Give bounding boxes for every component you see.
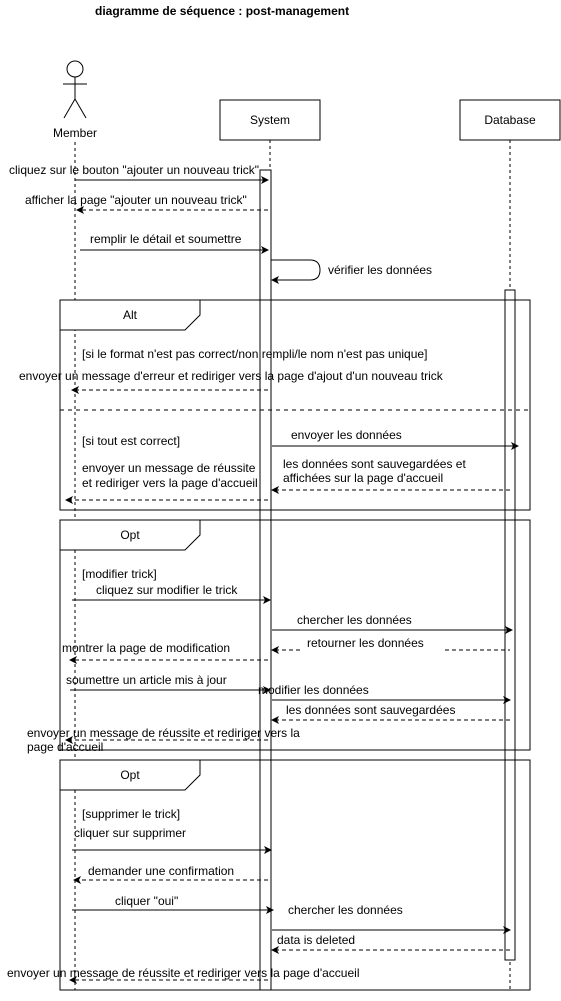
fragment-opt-delete (59, 759, 531, 991)
fragment-alt (59, 299, 531, 511)
message-label-14: modifier les données (258, 683, 369, 697)
message-label-16a: envoyer un message de réussite et rediri… (27, 726, 300, 740)
fragment-opt1-operator: Opt (120, 528, 140, 542)
message-arrow-4-self (271, 259, 321, 284)
message-label-4: vérifier les données (328, 263, 432, 277)
message-label-16b: page d'accueil (27, 740, 103, 754)
member-actor-icon (63, 60, 87, 119)
message-label-6: envoyer les données (291, 428, 402, 442)
message-label-18: demander une confirmation (88, 864, 234, 878)
message-label-12: montrer la page de modification (62, 641, 230, 655)
fragment-alt-operator: Alt (123, 308, 138, 322)
fragment-alt-guard-1: [si le format n'est pas correct/non remp… (82, 347, 427, 361)
message-label-8a: envoyer un message de réussite (82, 461, 256, 475)
participant-member-label: Member (53, 126, 97, 140)
fragment-opt-modify (59, 519, 531, 751)
participant-system-box (219, 99, 321, 141)
message-label-19: cliquer "oui" (115, 894, 178, 908)
message-label-22: envoyer un message de réussite et rediri… (7, 966, 359, 980)
participant-database-box (459, 99, 561, 141)
fragment-opt2-guard: [supprimer le trick] (82, 807, 180, 821)
activation-database (504, 289, 516, 961)
message-label-15: les données sont sauvegardées (286, 703, 455, 717)
fragment-opt1-guard: [modifier trick] (82, 567, 157, 581)
message-label-8b: et rediriger vers la page d'accueil (82, 476, 258, 490)
message-label-17: cliquer sur supprimer (74, 826, 186, 840)
activation-system (259, 169, 272, 991)
message-label-20: chercher les données (288, 903, 403, 917)
participant-database-label: Database (484, 113, 536, 127)
message-label-21: data is deleted (277, 933, 355, 947)
message-label-7a: les données sont sauvegardées et (283, 457, 466, 471)
message-label-10: chercher les données (297, 613, 412, 627)
message-label-2: afficher la page "ajouter un nouveau tri… (25, 193, 247, 207)
diagram-title: diagramme de séquence : post-management (95, 4, 349, 18)
participant-system-label: System (250, 113, 290, 127)
message-label-7b: affichées sur la page d'accueil (283, 471, 443, 485)
message-label-11: retourner les données (307, 636, 424, 650)
fragment-opt2-operator: Opt (120, 768, 140, 782)
message-label-1: cliquez sur le bouton "ajouter un nouvea… (9, 163, 259, 177)
fragment-alt-guard-2: [si tout est correct] (82, 434, 180, 448)
message-label-13: soumettre un article mis à jour (66, 673, 227, 687)
message-label-3: remplir le détail et soumettre (90, 232, 242, 246)
message-label-5: envoyer un message d'erreur et rediriger… (19, 369, 444, 383)
message-label-9: cliquez sur modifier le trick (96, 583, 238, 597)
